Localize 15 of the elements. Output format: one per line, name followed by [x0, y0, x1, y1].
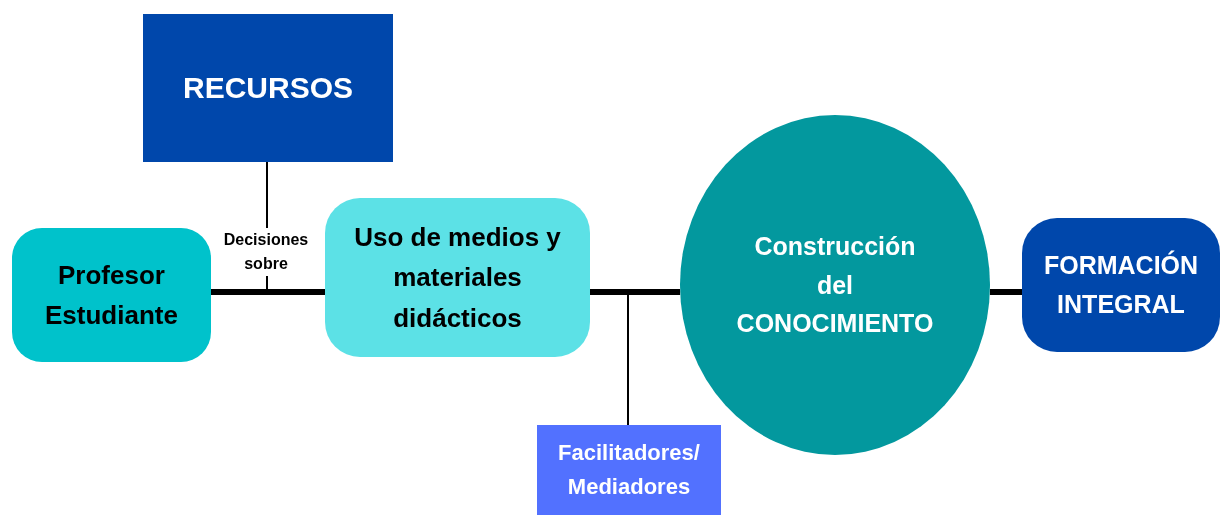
process-box [12, 228, 211, 362]
node-text: Profesor Estudiante [44, 258, 179, 332]
connector-line [989, 289, 1022, 295]
process-box [143, 14, 393, 162]
node-text: Uso de medios y materiales didácticos [353, 221, 562, 335]
connector-line [211, 289, 325, 295]
node-text: FORMACIÓN INTEGRAL [1042, 249, 1200, 320]
process-box [1022, 218, 1220, 352]
node-text: Facilitadores/ Mediadores [557, 438, 701, 501]
connector-line [590, 289, 681, 295]
node-text: RECURSOS [183, 69, 353, 106]
process-box [537, 425, 721, 515]
process-box [325, 198, 590, 357]
connector-line [627, 291, 682, 426]
node-text: Construcción del CONOCIMIENTO [735, 230, 935, 340]
